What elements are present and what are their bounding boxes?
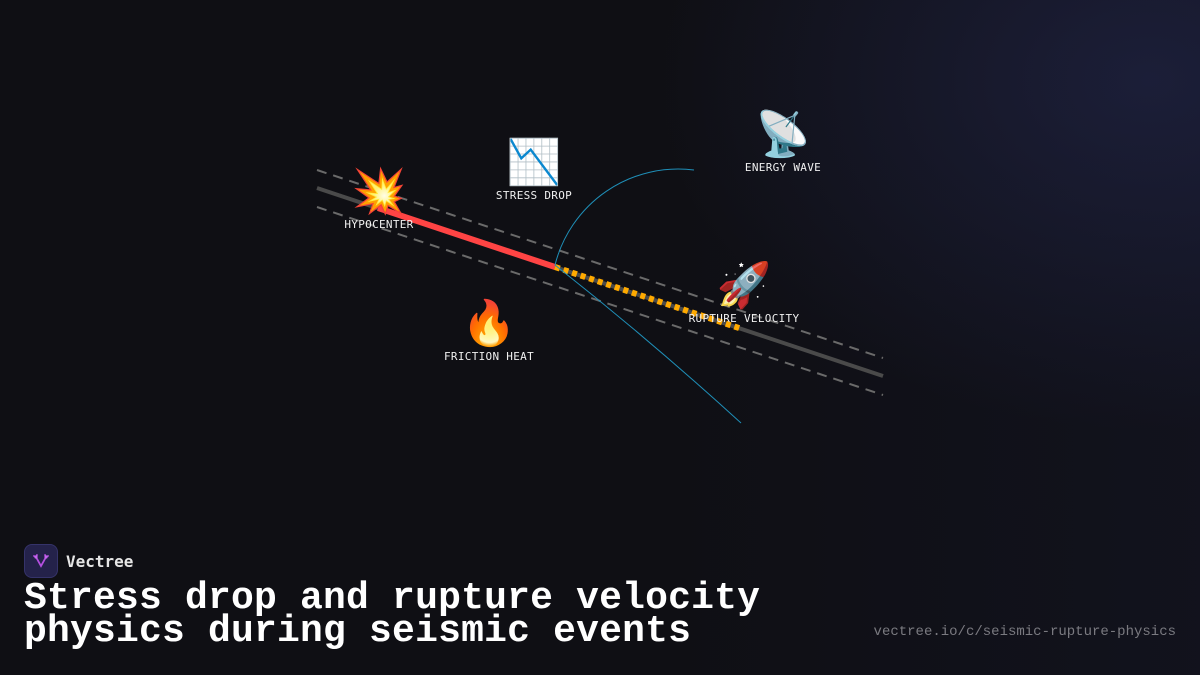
collision-icon: 💥 <box>351 166 407 217</box>
node-rupture-velocity: 🚀 RUPTURE VELOCITY <box>688 260 800 326</box>
propagating-rupture <box>554 264 743 332</box>
rocket-icon: 🚀 <box>716 260 772 311</box>
brand: Vectree <box>24 544 133 578</box>
node-friction-heat: 🔥 FRICTION HEAT <box>444 298 534 364</box>
node-hypocenter: 💥 HYPOCENTER <box>344 166 414 232</box>
fire-icon: 🔥 <box>461 298 517 349</box>
node-energy-wave: 📡 ENERGY WAVE <box>744 109 822 175</box>
node-stress-drop: 📉 STRESS DROP <box>495 137 573 203</box>
wavefront-arc <box>554 168 742 424</box>
node-label: HYPOCENTER <box>344 218 414 231</box>
fault-upper-boundary <box>316 169 884 359</box>
title-line-1: Stress drop and rupture velocity <box>24 577 761 620</box>
node-label: STRESS DROP <box>495 189 573 202</box>
page-title: Stress drop and rupture velocity physics… <box>24 577 761 653</box>
chart-decreasing-icon: 📉 <box>506 137 562 188</box>
title-line-2: physics during seismic events <box>24 610 692 653</box>
ruptured-segment <box>377 205 556 270</box>
node-label: FRICTION HEAT <box>444 350 534 363</box>
source-url: vectree.io/c/seismic-rupture-physics <box>873 624 1176 640</box>
brand-name: Vectree <box>66 551 134 571</box>
node-label: ENERGY WAVE <box>744 161 822 174</box>
node-label: RUPTURE VELOCITY <box>688 312 800 325</box>
satellite-antenna-icon: 📡 <box>755 109 811 160</box>
vectree-logo-icon <box>24 544 58 578</box>
